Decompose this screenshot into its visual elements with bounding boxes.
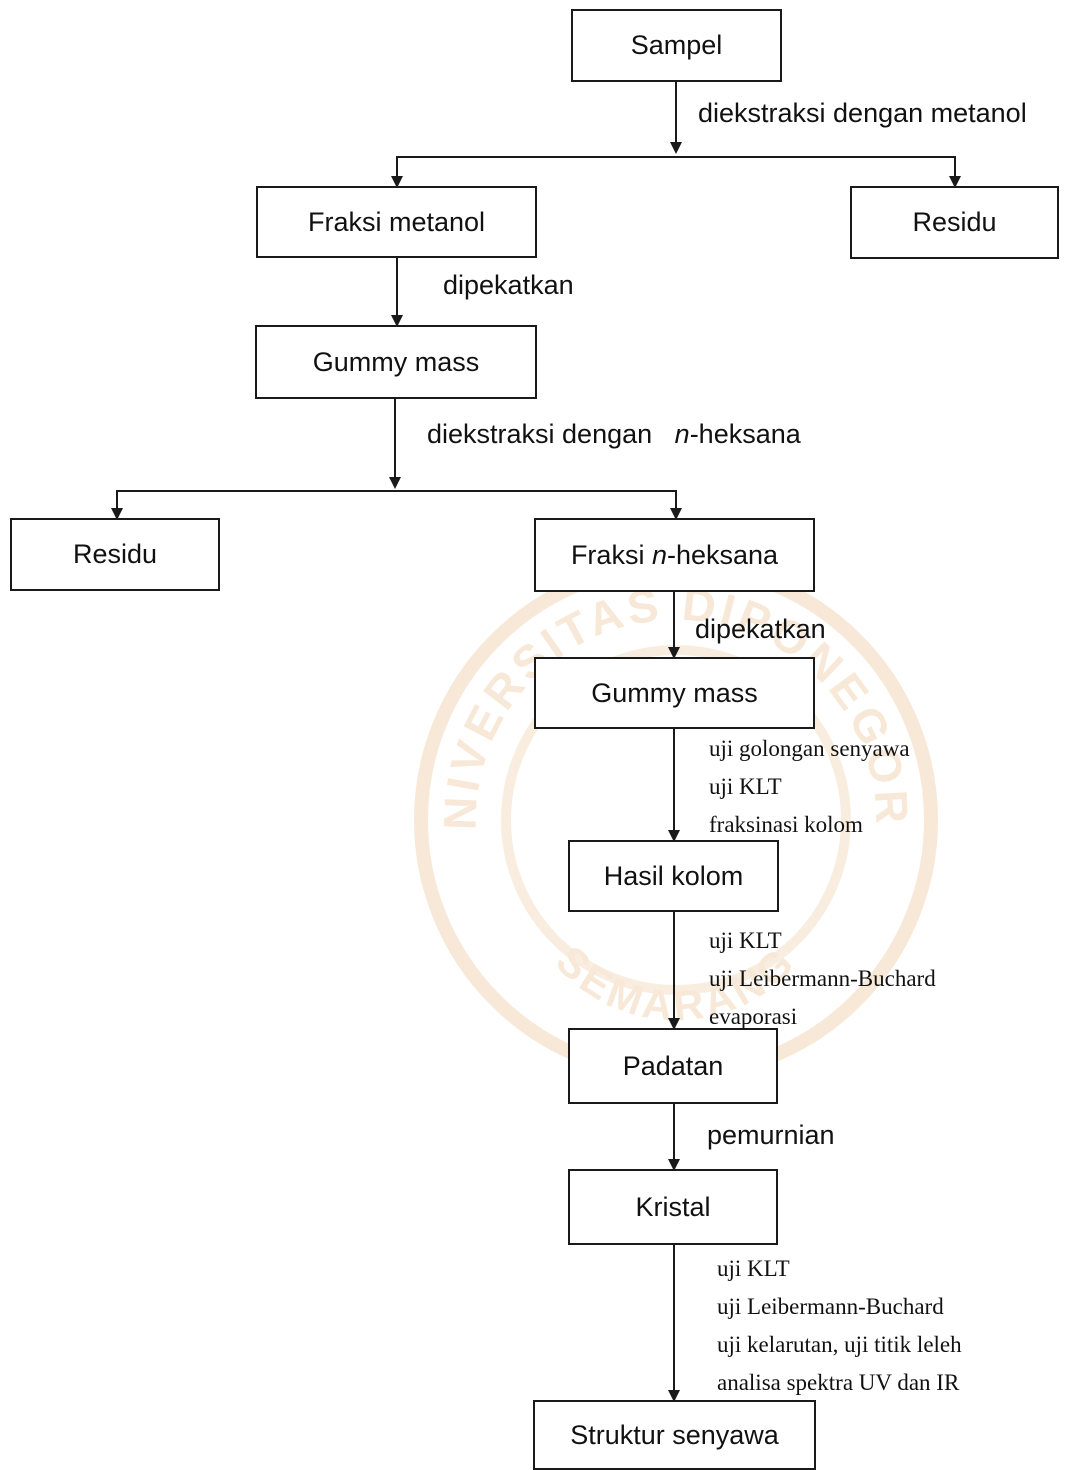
- node-hasil-kolom-label: Hasil kolom: [603, 860, 744, 891]
- edge-split-fraksi-metanol: [391, 156, 676, 188]
- label-dipekatkan-2: dipekatkan: [695, 614, 826, 644]
- note-item: uji Leibermann-Buchard: [717, 1294, 944, 1319]
- note-item: fraksinasi kolom: [709, 812, 863, 837]
- edge-split-residu-2: [111, 490, 395, 520]
- edge-split-residu-1: [676, 156, 961, 188]
- note-item: uji kelarutan, uji titik leleh: [717, 1332, 962, 1357]
- node-gummy-mass-2-label: Gummy mass: [591, 677, 758, 708]
- label-ekstraksi-heksana-suffix: -heksana: [689, 419, 801, 449]
- edge-split-fraksi-nheksana: [395, 490, 682, 520]
- notes-after-hasil-kolom: uji KLT uji Leibermann-Buchard evaporasi: [709, 922, 936, 1036]
- node-fraksi-nheksana-italic: n: [651, 539, 667, 570]
- node-fraksi-nheksana-suffix: -heksana: [666, 539, 779, 570]
- node-gummy-mass-1: Gummy mass: [255, 325, 537, 399]
- node-struktur-senyawa: Struktur senyawa: [533, 1400, 816, 1470]
- node-residu-1-label: Residu: [912, 207, 997, 237]
- node-fraksi-metanol: Fraksi metanol: [256, 186, 537, 258]
- node-sampel: Sampel: [571, 9, 782, 82]
- node-kristal-label: Kristal: [635, 1191, 711, 1222]
- label-ekstraksi-heksana-prefix: diekstraksi dengan: [427, 419, 660, 449]
- note-item: uji KLT: [709, 928, 782, 953]
- notes-after-gummy-mass: uji golongan senyawa uji KLT fraksinasi …: [709, 730, 910, 844]
- note-item: uji KLT: [717, 1256, 790, 1281]
- note-item: uji KLT: [709, 774, 782, 799]
- node-hasil-kolom: Hasil kolom: [568, 840, 779, 912]
- note-item: uji golongan senyawa: [709, 736, 910, 761]
- node-gummy-mass-1-label: Gummy mass: [312, 346, 480, 377]
- node-fraksi-metanol-label: Fraksi metanol: [307, 206, 486, 237]
- node-padatan: Padatan: [568, 1028, 778, 1104]
- node-sampel-label: Sampel: [630, 30, 723, 60]
- node-fraksi-nheksana-label: Fraksi n-heksana: [571, 540, 778, 571]
- label-dipekatkan-1: dipekatkan: [443, 270, 574, 300]
- note-item: analisa spektra UV dan IR: [717, 1370, 960, 1395]
- label-pemurnian: pemurnian: [707, 1120, 835, 1150]
- node-residu-2: Residu: [10, 518, 220, 591]
- node-residu-2-label: Residu: [72, 539, 158, 569]
- node-struktur-senyawa-label: Struktur senyawa: [570, 1419, 779, 1450]
- node-gummy-mass-2: Gummy mass: [534, 657, 815, 729]
- node-fraksi-nheksana: Fraksi n-heksana: [534, 518, 815, 592]
- note-item: evaporasi: [709, 1004, 798, 1029]
- node-residu-1: Residu: [850, 186, 1059, 259]
- node-fraksi-nheksana-prefix: Fraksi: [570, 539, 652, 570]
- label-ekstraksi-heksana: diekstraksi dengan n-heksana: [427, 419, 801, 450]
- notes-after-kristal: uji KLT uji Leibermann-Buchard uji kelar…: [717, 1250, 962, 1402]
- label-ekstraksi-heksana-italic: n: [674, 419, 690, 449]
- note-item: uji Leibermann-Buchard: [709, 966, 936, 991]
- label-ekstraksi-metanol: diekstraksi dengan metanol: [698, 98, 1027, 128]
- node-padatan-label: Padatan: [622, 1050, 724, 1081]
- node-kristal: Kristal: [568, 1169, 778, 1245]
